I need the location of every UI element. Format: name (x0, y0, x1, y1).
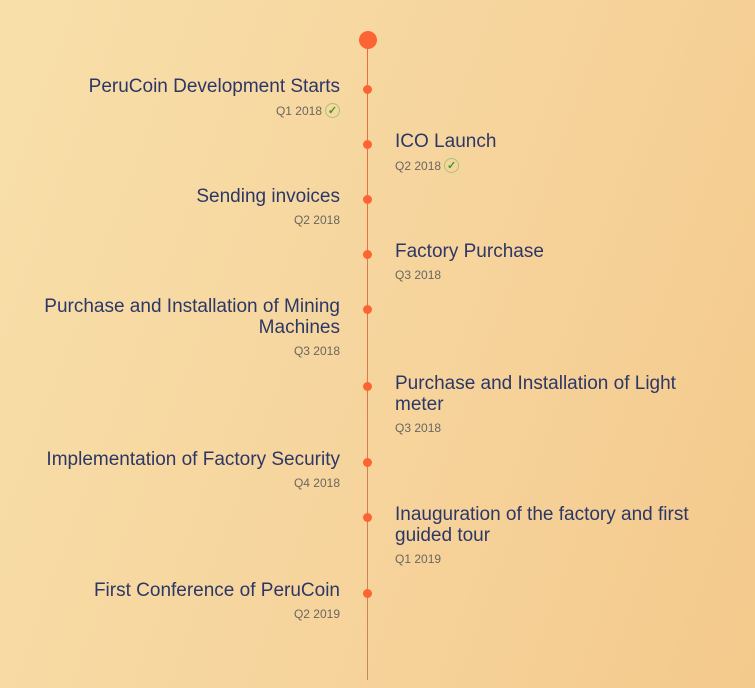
milestone-item: ICO Launch Q2 2018✓ (395, 131, 725, 175)
timeline-dot (363, 589, 372, 598)
check-icon: ✓ (325, 103, 340, 118)
milestone-title: Inauguration of the factory and first gu… (395, 504, 689, 546)
timeline-dot (363, 85, 372, 94)
milestone-date: Q2 2018✓ (395, 158, 460, 173)
milestone-date-text: Q3 2018 (395, 421, 442, 435)
milestone-item: Implementation of Factory Security Q4 201… (20, 449, 340, 492)
milestone-date-text: Q2 2018 (293, 213, 340, 227)
timeline-line (367, 40, 368, 680)
milestone-date: Q3 2018 (395, 268, 441, 282)
timeline-dot (363, 513, 372, 522)
milestone-item: First Conference of PeruCoin Q2 2019 (20, 580, 340, 623)
milestone-title: Factory Purchase (395, 241, 544, 262)
milestone-item: Sending invoices Q2 2018 (20, 186, 340, 229)
milestone-date: Q4 2018 (294, 476, 340, 490)
milestone-title: Sending invoices (196, 186, 340, 207)
timeline-dot (363, 382, 372, 391)
milestone-date: Q1 2018✓ (276, 103, 340, 118)
milestone-title: Purchase and Installation of Light meter (395, 373, 676, 415)
milestone-date-text: Q1 2018 (275, 103, 322, 118)
milestone-item: Purchase and Installation of Mining Mach… (20, 296, 340, 360)
milestone-date-text: Q4 2018 (293, 476, 340, 490)
milestone-date-text: Q3 2018 (293, 344, 340, 358)
timeline-dot (363, 140, 372, 149)
milestone-date: Q2 2019 (294, 607, 340, 621)
timeline-dot (363, 195, 372, 204)
milestone-date-text: Q3 2018 (395, 268, 442, 282)
milestone-date: Q1 2019 (395, 552, 441, 566)
milestone-title: First Conference of PeruCoin (93, 580, 340, 601)
milestone-date: Q3 2018 (395, 421, 441, 435)
milestone-date: Q2 2018 (294, 213, 340, 227)
milestone-item: Factory Purchase Q3 2018 (395, 241, 725, 284)
milestone-title: Purchase and Installation of Mining Mach… (44, 296, 340, 338)
milestone-title: Implementation of Factory Security (46, 449, 340, 470)
milestone-item: Inauguration of the factory and first gu… (395, 504, 725, 568)
milestone-date-text: Q1 2019 (395, 552, 442, 566)
timeline-dot (363, 458, 372, 467)
milestone-date: Q3 2018 (294, 344, 340, 358)
check-icon: ✓ (444, 158, 460, 173)
timeline-dot (363, 250, 372, 259)
milestone-item: PeruCoin Development Starts Q1 2018✓ (20, 76, 340, 120)
timeline-start-dot (359, 31, 377, 49)
milestone-item: Purchase and Installation of Light meter… (395, 373, 725, 437)
milestone-title: PeruCoin Development Starts (88, 76, 340, 97)
timeline-dot (363, 305, 372, 314)
milestone-title: ICO Launch (395, 131, 497, 152)
milestone-date-text: Q2 2019 (293, 607, 340, 621)
milestone-date-text: Q2 2018 (395, 158, 442, 173)
